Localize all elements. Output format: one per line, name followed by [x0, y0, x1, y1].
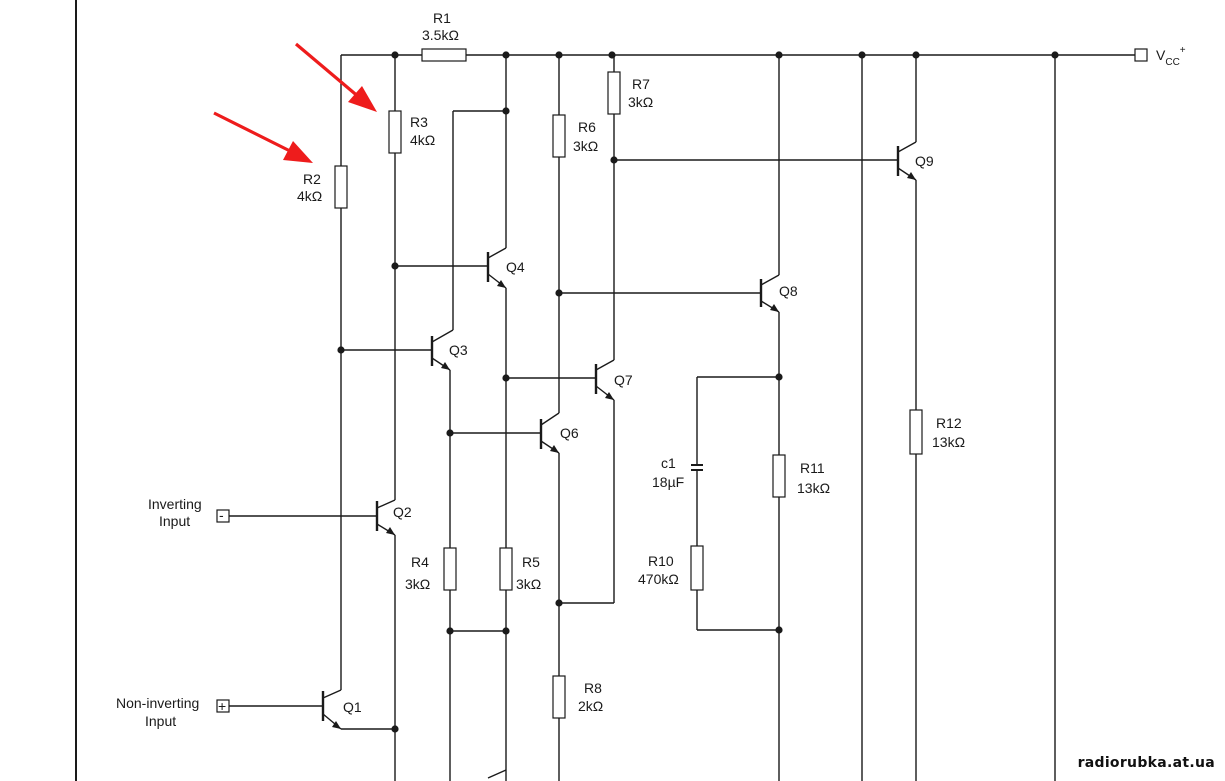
noninverting-symbol: +	[218, 698, 226, 714]
vcc-terminal	[1134, 48, 1148, 62]
q3-label: Q3	[449, 342, 468, 358]
q2-label: Q2	[393, 504, 412, 520]
vcc-label: VCC+	[1156, 45, 1186, 68]
r6-name: R6	[578, 119, 596, 135]
inverting-terminal	[216, 509, 230, 523]
noninverting-label-line1: Non-inverting	[116, 695, 199, 711]
r3-name: R3	[410, 114, 428, 130]
transistor-q2: Q2	[375, 499, 412, 536]
q9-label: Q9	[915, 153, 934, 169]
transistor-q8: Q8	[759, 274, 798, 313]
r10-value: 470kΩ	[638, 571, 679, 587]
resistor-r1	[421, 48, 467, 62]
r2-branch: R2 4kΩ	[297, 55, 348, 690]
resistor-r4	[443, 547, 457, 591]
transistor-q4: Q4	[486, 247, 525, 289]
r1-value: 3.5kΩ	[422, 27, 459, 43]
transistor-q9: Q9	[896, 141, 934, 181]
r5-value: 3kΩ	[516, 576, 541, 592]
c1-value: 18µF	[652, 474, 684, 490]
q9-column: R12 13kΩ	[909, 55, 965, 781]
r6-column: R6 3kΩ R8 2kΩ	[552, 55, 614, 781]
r8-value: 2kΩ	[578, 698, 603, 714]
r11-name: R11	[800, 460, 825, 476]
vcc-rail: VCC+	[341, 45, 1186, 68]
transistor-q6: Q6	[539, 412, 579, 454]
r7-name: R7	[632, 76, 650, 92]
q4-label: Q4	[506, 259, 525, 275]
r3-value: 4kΩ	[410, 132, 435, 148]
r2-value: 4kΩ	[297, 188, 322, 204]
r12-name: R12	[936, 415, 962, 431]
inverting-input: - Inverting Input	[148, 496, 230, 529]
annotation-arrow-r3	[294, 42, 377, 112]
noninverting-terminal	[216, 699, 230, 713]
r1-group: R1 3.5kΩ	[421, 10, 467, 62]
inverting-label-line1: Inverting	[148, 496, 202, 512]
r4-value: 3kΩ	[405, 576, 430, 592]
q8-column: R11 13kΩ	[772, 55, 830, 781]
transistor-q1: Q1	[321, 689, 362, 730]
r4-name: R4	[411, 554, 429, 570]
r1-name: R1	[433, 10, 451, 26]
noninverting-input: + Non-inverting Input	[116, 695, 230, 729]
c1-name: c1	[661, 455, 676, 471]
r10-name: R10	[648, 553, 674, 569]
compensation-network: c1 18µF R10 470kΩ	[638, 376, 779, 631]
r6-value: 3kΩ	[573, 138, 598, 154]
resistor-r8	[552, 675, 566, 719]
transistor-partial-bottom	[487, 769, 507, 779]
resistor-r12	[909, 409, 923, 455]
resistor-r6	[552, 114, 566, 158]
q3-column: R4 3kΩ	[405, 111, 506, 781]
r5-name: R5	[522, 554, 540, 570]
r2-name: R2	[303, 171, 321, 187]
q4-column: R5 3kΩ	[453, 55, 541, 781]
watermark: radiorubka.at.ua	[1077, 755, 1215, 771]
annotation-arrow-r2	[213, 111, 313, 163]
r7-value: 3kΩ	[628, 94, 653, 110]
r8-name: R8	[584, 680, 602, 696]
resistor-r7	[607, 71, 621, 115]
transistor-q7: Q7	[594, 359, 633, 401]
resistor-r5	[499, 547, 513, 591]
resistor-r11	[772, 454, 786, 498]
r11-value: 13kΩ	[797, 480, 830, 496]
resistor-r3	[388, 110, 402, 154]
transistor-q3: Q3	[430, 329, 468, 371]
r3-branch: R3 4kΩ	[388, 55, 435, 781]
inverting-symbol: -	[219, 507, 224, 523]
q7-label: Q7	[614, 372, 633, 388]
noninverting-label-line2: Input	[145, 713, 176, 729]
junction-dots	[337, 51, 1059, 733]
r12-value: 13kΩ	[932, 434, 965, 450]
q8-label: Q8	[779, 283, 798, 299]
q6-label: Q6	[560, 425, 579, 441]
resistor-r10	[690, 545, 704, 591]
resistor-r2	[334, 165, 348, 209]
inverting-label-line2: Input	[159, 513, 190, 529]
r7-column: R7 3kΩ	[607, 55, 898, 603]
q1-label: Q1	[343, 699, 362, 715]
